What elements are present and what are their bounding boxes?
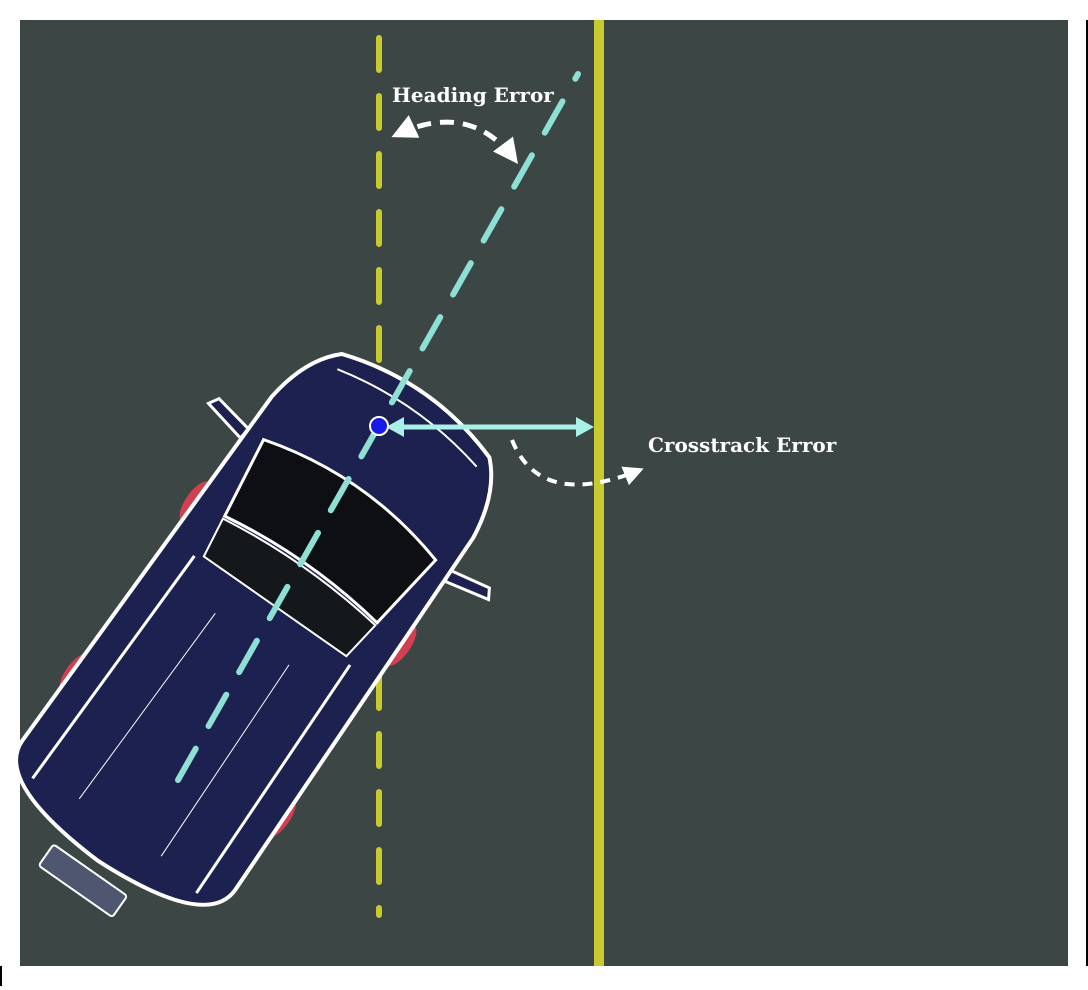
heading-error-curved-arrow — [391, 115, 519, 164]
crosstrack-error-curved-arrow — [510, 439, 644, 487]
roof-rail-right — [195, 664, 352, 894]
front-axle-point-icon — [369, 416, 389, 436]
license-plate — [38, 844, 128, 918]
roof-rail-left — [31, 555, 196, 780]
roof-line-1 — [78, 612, 216, 800]
crosstrack-arrowhead-left — [386, 417, 404, 437]
crosstrack-error-label: Crosstrack Error — [648, 433, 837, 457]
roof-line-2 — [160, 664, 290, 857]
hood-line — [336, 368, 478, 468]
windshield — [222, 437, 438, 625]
frame-edge-left — [0, 966, 2, 986]
crosstrack-error-arrow — [386, 417, 594, 437]
frame-edge-right — [1086, 20, 1088, 966]
heading-error-label: Heading Error — [392, 83, 554, 107]
crosstrack-arrowhead-right — [576, 417, 594, 437]
